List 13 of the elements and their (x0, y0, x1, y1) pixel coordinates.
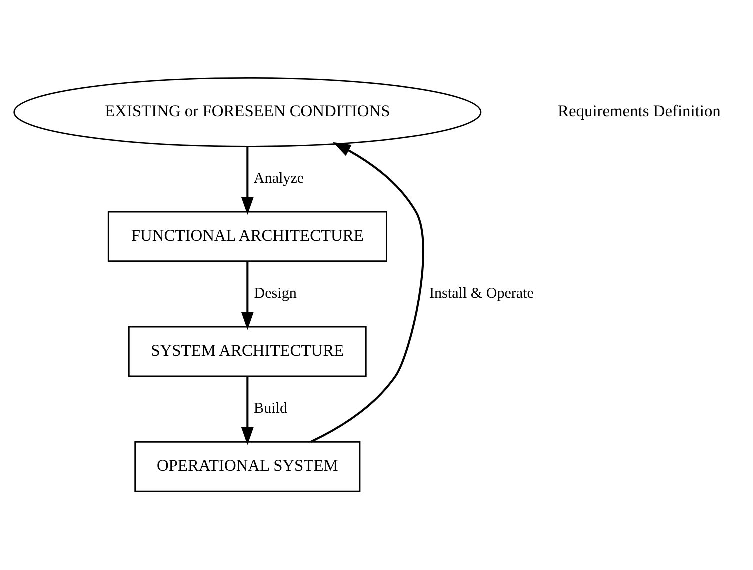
node-box: SYSTEM ARCHITECTURE (128, 326, 367, 378)
edge-label: Build (254, 401, 288, 418)
edge-label: Analyze (254, 171, 304, 188)
edge-label: Install & Operate (430, 286, 534, 302)
arrow (310, 142, 424, 443)
label: Requirements Definition (558, 102, 721, 121)
edge-label: Design (254, 286, 297, 302)
arrow (241, 146, 254, 216)
node-ellipse: EXISTING or FORESEEN CONDITIONS (14, 77, 482, 148)
node-box: FUNCTIONAL ARCHITECTURE (108, 211, 388, 262)
node-box: OPERATIONAL SYSTEM (134, 442, 361, 492)
arrow (241, 376, 254, 446)
arrow (241, 262, 254, 330)
